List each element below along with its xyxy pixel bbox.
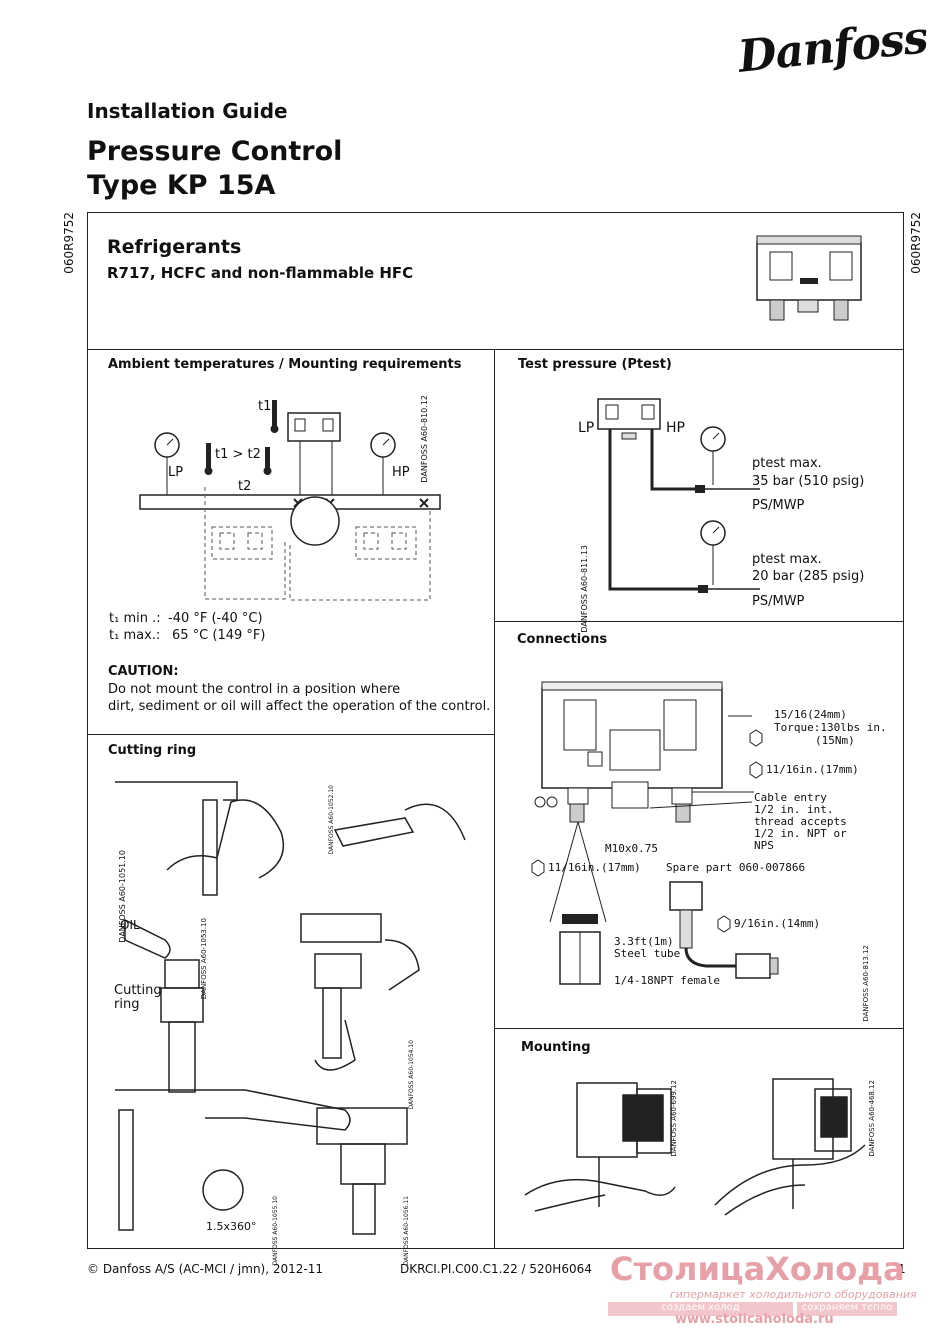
content-frame — [87, 212, 904, 1249]
ptest-2-value: 20 bar (285 psig) — [752, 569, 865, 584]
thread-size: M10x0.75 — [605, 842, 658, 855]
doc-type: Installation Guide — [87, 99, 288, 123]
ptest-1-value: 35 bar (510 psig) — [752, 474, 865, 489]
nut-size-3: 9/16in.(14mm) — [734, 917, 821, 930]
cutting-code-1: DANFOSS A60-1051.10 — [118, 850, 127, 943]
mounting-requirements-diagram — [140, 400, 440, 605]
title-line-1: Pressure Control — [87, 136, 343, 167]
watermark-slogan-1: создаем холод — [608, 1302, 793, 1316]
cutting-code-4: DANFOSS A60-1054.10 — [408, 1040, 415, 1110]
watermark-tagline: гипермаркет холодильного оборудования — [670, 1288, 917, 1301]
cable-entry-3: thread accepts — [754, 815, 847, 828]
mounting-code-1: DANFOSS A60-699.12 — [670, 1080, 678, 1157]
mounting-code-2: DANFOSS A60-468.12 — [868, 1080, 876, 1157]
danfoss-logo: Danfoss — [735, 12, 930, 83]
tmax-value: 65 °C (149 °F) — [172, 628, 266, 643]
torque-size: 15/16(24mm) — [774, 708, 847, 721]
test-pressure-heading: Test pressure (Ptest) — [518, 357, 672, 372]
tmin-label: t₁ min .: — [109, 611, 161, 626]
divider — [494, 349, 495, 1248]
cutting-code-2: DANFOSS A60-1052.10 — [328, 785, 335, 855]
connections-figure-code: DANFOSS A60-813.12 — [862, 945, 870, 1022]
ptest-1-label: ptest max. — [752, 456, 822, 471]
side-code-left: 060R9752 — [62, 212, 76, 274]
cutting-ring-heading: Cutting ring — [108, 743, 197, 758]
mounting-heading: Mounting — [521, 1040, 591, 1055]
ps-mwp-1: PS/MWP — [752, 498, 805, 513]
tube-length: 3.3ft(1m) — [614, 935, 674, 948]
hp-label: HP — [392, 465, 410, 480]
cable-entry-1: Cable entry — [754, 791, 827, 804]
test-hp-label: HP — [666, 420, 685, 436]
divider — [494, 621, 903, 622]
t1-label: t1 — [258, 399, 272, 414]
footer-copyright: © Danfoss A/S (AC-MCI / jmn), 2012-11 — [87, 1262, 323, 1276]
mounting-diagram — [515, 1075, 885, 1235]
cutting-code-6: DANFOSS A60-1056.11 — [403, 1196, 410, 1266]
cutting-code-5: DANFOSS A60-1055.10 — [272, 1196, 279, 1266]
title-line-2: Type KP 15A — [87, 170, 276, 201]
cutting-ring-label-1: Cutting — [114, 983, 162, 998]
turns-label: 1.5x360° — [206, 1220, 257, 1233]
cutting-ring-label-2: ring — [114, 997, 140, 1012]
footer-page-number: 1 — [898, 1262, 906, 1276]
torque-lbs: Torque:130lbs in. — [774, 721, 887, 734]
divider — [88, 349, 903, 350]
divider — [494, 1028, 903, 1029]
connections-heading: Connections — [517, 632, 608, 647]
ptest-2-label: ptest max. — [752, 552, 822, 567]
refrigerants-heading: Refrigerants — [107, 236, 242, 258]
watermark-brand: СтолицаХолода — [610, 1250, 905, 1288]
test-figure-code: DANFOSS A60-811.13 — [580, 545, 589, 633]
side-code-right: 060R9752 — [909, 212, 923, 274]
oil-label: OIL — [120, 918, 140, 932]
cable-entry-4: 1/2 in. NPT or — [754, 827, 847, 840]
tmin-value: -40 °F (-40 °C) — [168, 611, 263, 626]
test-pressure-diagram — [580, 395, 760, 593]
ps-mwp-2: PS/MWP — [752, 594, 805, 609]
t2-label: t2 — [238, 479, 252, 494]
page-title: Pressure Control Type KP 15A — [87, 135, 342, 203]
kp15a-product-image — [752, 234, 867, 334]
npt-thread: 1/4-18NPT female — [614, 974, 720, 987]
watermark-url: www.stolicaholoda.ru — [675, 1312, 834, 1327]
cutting-code-3: DANFOSS A60-1053.10 — [200, 918, 208, 1000]
lp-label: LP — [168, 465, 184, 480]
cable-entry-5: NPS — [754, 839, 774, 852]
tmax-label: t₁ max.: — [109, 628, 161, 643]
spare-part: Spare part 060-007866 — [666, 861, 806, 874]
caution-heading: CAUTION: — [108, 664, 179, 679]
connections-diagram — [530, 682, 860, 992]
caution-line-2: dirt, sediment or oil will affect the op… — [108, 699, 491, 714]
cable-entry-2: 1/2 in. int. — [754, 803, 834, 816]
footer-doc-number: DKRCI.PI.C00.C1.22 / 520H6064 — [400, 1262, 592, 1276]
torque-nm: (15Nm) — [815, 734, 855, 747]
refrigerants-sub: R717, HCFC and non-flammable HFC — [107, 264, 414, 282]
t-relation: t1 > t2 — [215, 447, 261, 462]
watermark-slogan-2: сохраняем тепло — [797, 1302, 897, 1316]
nut-size-2: 11/16in.(17mm) — [548, 861, 641, 874]
ambient-heading: Ambient temperatures / Mounting requirem… — [108, 357, 462, 372]
caution-line-1: Do not mount the control in a position w… — [108, 682, 401, 697]
tube-type: Steel tube — [614, 947, 681, 960]
ambient-figure-code: DANFOSS A60-810.12 — [420, 395, 429, 483]
cutting-ring-diagram — [105, 770, 485, 1240]
test-lp-label: LP — [578, 420, 595, 436]
divider — [88, 734, 495, 735]
nut-size-1: 11/16in.(17mm) — [766, 763, 859, 776]
